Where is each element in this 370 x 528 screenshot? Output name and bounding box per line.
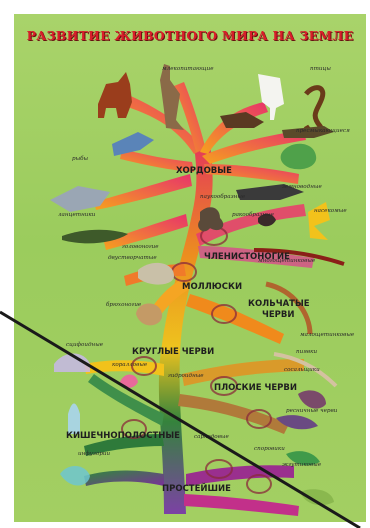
label-crustaceans: ракообразные (232, 212, 274, 218)
label-mollusks: МОЛЛЮСКИ (182, 282, 242, 292)
label-cephalopods: головоногие (122, 244, 159, 250)
label-leeches: пиявки (296, 349, 317, 355)
label-flukes: сосальщики (284, 367, 320, 373)
label-flatworms: ПЛОСКИЕ ЧЕРВИ (214, 383, 297, 393)
label-protozoa: ПРОСТЕЙШИЕ (162, 484, 231, 494)
label-fishes: рыбы (72, 156, 88, 162)
protozoa-branch-right2 (184, 494, 299, 516)
label-scyphozoa: сцифоидные (66, 342, 103, 348)
label-oligochaetes: малощетинковые (300, 332, 354, 338)
label-chordates: ХОРДОВЫЕ (176, 166, 232, 176)
label-birds: птицы (310, 66, 331, 72)
label-sporozoa: споровики (254, 446, 285, 452)
earthworm-icon (266, 284, 310, 334)
label-free-flatworms: ресничные черви (286, 408, 337, 414)
jellyfish-icon (54, 354, 90, 373)
evolution-tree (14, 14, 366, 522)
label-ciliates: инфузории (78, 451, 110, 457)
label-mammals: млекопитающие (162, 66, 214, 72)
shell-icon (138, 263, 174, 285)
hydra-icon (68, 404, 80, 435)
label-lancelets: ланцетники (58, 212, 95, 218)
label-bivalves: двустворчатые (108, 255, 157, 261)
label-flagellates: жгутиковые (282, 462, 321, 468)
label-coral: коралловые (112, 362, 147, 368)
label-gastropods: брюхоногие (106, 302, 141, 308)
evolution-poster: РАЗВИТИЕ ЖИВОТНОГО МИРА НА ЗЕМЛЕ (14, 14, 366, 522)
label-insects: насекомые (314, 208, 347, 214)
label-annelids-2: ЧЕРВИ (262, 310, 295, 320)
label-cnidarians: КИШЕЧНОПОЛОСТНЫЕ (66, 431, 180, 441)
frog-icon (281, 144, 317, 170)
paramecium-icon (300, 489, 334, 505)
amoeba-icon (60, 466, 90, 486)
label-crustaceans-like: паукообразные (200, 194, 245, 200)
octopus-icon (198, 207, 223, 231)
fluke-icon (298, 390, 326, 408)
protozoa-branch-left (84, 470, 164, 486)
label-hydroid: гидроидные (168, 373, 204, 379)
label-roundworms: КРУГЛЫЕ ЧЕРВИ (132, 347, 214, 357)
protozoa-branch-right (186, 465, 294, 486)
wolf-icon (98, 72, 132, 118)
label-reptiles: пресмыкающиеся (296, 128, 350, 134)
coral-icon (120, 375, 138, 389)
label-amphibians: земноводные (282, 184, 322, 190)
label-sarcodina: саркодовые (194, 434, 229, 440)
label-annelids-1: КОЛЬЧАТЫЕ (248, 299, 310, 309)
flatworm-branch-2 (178, 394, 289, 434)
label-polychaetes: многощетинковые (258, 258, 315, 264)
snake-icon (306, 88, 323, 133)
